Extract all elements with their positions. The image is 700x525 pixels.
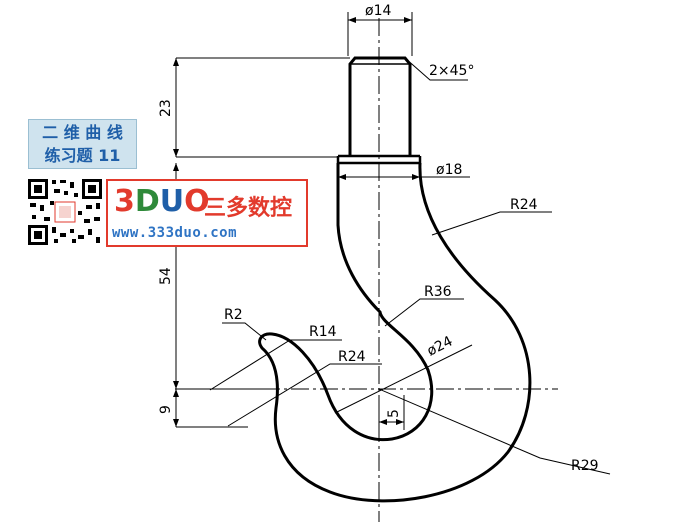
dim-offset-5: 5 [386,409,402,418]
dimension-lines [175,12,611,475]
qr-code [26,177,104,247]
dim-d14: ø14 [365,3,391,19]
dim-r14: R14 [309,324,337,340]
dim-h9: 9 [158,405,174,414]
dim-h23: 23 [158,99,174,117]
dim-r2: R2 [224,307,243,323]
brand-banner: 3DUO 三多数控 www.333duo.com [106,179,308,247]
dim-chamfer: 2×45° [429,63,474,79]
hook-outline [258,162,532,503]
dim-h54: 54 [158,267,174,285]
dim-r24-top: R24 [510,197,538,213]
dim-r24-inner: R24 [338,349,366,365]
title-line-2: 练习题 11 [44,146,121,165]
centerlines [175,18,558,522]
brand-url: www.333duo.com [112,225,238,241]
dim-r29: R29 [571,458,599,474]
dim-d18: ø18 [436,162,462,178]
title-line-1: 二 维 曲 线 [42,123,123,142]
shank [336,56,422,165]
dim-r36: R36 [424,284,452,300]
brand-name: 三多数控 [204,196,293,221]
exercise-title: 二 维 曲 线 练习题 11 [28,119,137,169]
brand-logo: 3DUO [114,184,210,219]
arrowheads [173,17,420,427]
